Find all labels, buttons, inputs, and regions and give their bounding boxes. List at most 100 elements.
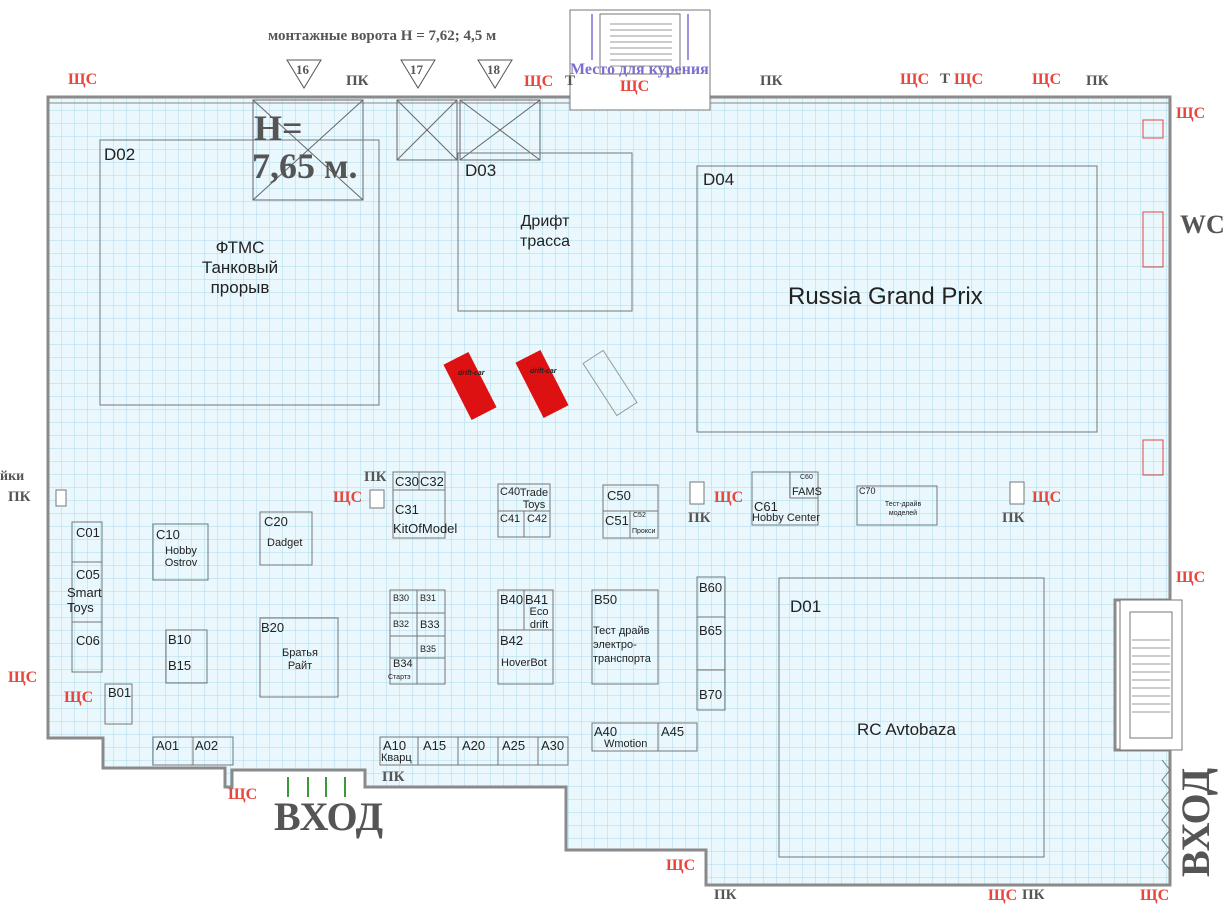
stand-code: B50 (594, 592, 618, 607)
pk-cabinets (55, 481, 1025, 509)
shc-mark: ЩС (333, 489, 363, 506)
gate-boxes (252, 99, 541, 201)
stand-b20 (259, 617, 339, 698)
stand-code: C61 (754, 499, 778, 514)
shc-mark: ЩС (524, 73, 554, 90)
stand-code: A15 (423, 738, 447, 753)
stand-code: C50 (607, 488, 631, 503)
drift-cars (443, 349, 638, 420)
shc-mark: ЩС (988, 887, 1018, 904)
pk-mark: ПК (382, 769, 405, 785)
stand-code: B42 (500, 633, 524, 648)
stand-code: B34 (393, 658, 413, 670)
stand-code: A30 (541, 738, 565, 753)
zone-d02-code: D02 (104, 145, 136, 164)
drift-car-2 (515, 350, 569, 418)
stand-code: A25 (502, 738, 526, 753)
stand-code: C42 (527, 513, 548, 525)
stand-code: B65 (699, 623, 723, 638)
zone-d04-code: D04 (703, 170, 735, 189)
wc-label: WC (1180, 210, 1225, 239)
shc-mark: ЩС (714, 489, 744, 506)
t-mark: Т (940, 71, 951, 87)
stand-code: C05 (76, 567, 100, 582)
stand-name: Hobby Center (752, 512, 820, 524)
zone-d04 (696, 165, 1098, 433)
gate-number-17: 17 (410, 62, 423, 77)
zone-d04-title: Russia Grand Prix (788, 283, 983, 310)
stand-code: C40 (500, 486, 521, 498)
shc-mark: ЩС (620, 78, 650, 95)
stand-code: C10 (156, 527, 180, 542)
stand-code: A45 (661, 724, 685, 739)
zone-outlines (99, 139, 1098, 858)
stand-name: KitOfModel (393, 521, 458, 536)
stand-name: Smart Toys (67, 585, 102, 615)
zone-d02 (99, 139, 380, 406)
stand-a40-a45 (591, 722, 698, 752)
zone-d03 (457, 152, 633, 312)
height-label-b: 7,65 м. (252, 146, 358, 186)
stand-code: A02 (195, 738, 219, 753)
stand-name: Eco drift (529, 606, 549, 631)
stand-code: A10 (383, 738, 407, 753)
stand-code: C31 (395, 502, 419, 517)
gate-note: монтажные ворота H = 7,62; 4,5 м (268, 28, 497, 44)
pk-mark: ПК (688, 510, 711, 526)
shc-mark: ЩС (900, 71, 930, 88)
gate-number-18: 18 (487, 62, 500, 77)
smoking-area-label: Место для курения (570, 61, 709, 78)
drift-car-label: drift-car (530, 368, 557, 375)
stand-name: Стартэ (388, 674, 411, 681)
shc-mark: ЩС (228, 786, 258, 803)
pk-mark: ПК (1002, 510, 1025, 526)
zone-d01-code: D01 (790, 597, 822, 616)
stand-name: Trade Toys (519, 487, 549, 511)
shc-mark: ЩС (1032, 489, 1062, 506)
right-wall-doors (1142, 119, 1164, 476)
shc-mark: ЩС (1140, 887, 1170, 904)
pk-mark: ПК (1086, 73, 1109, 89)
stand-code: C32 (420, 474, 444, 489)
stand-name: Кварц (381, 752, 412, 764)
stand-code: C52 (633, 512, 646, 519)
shc-mark: ЩС (68, 71, 98, 88)
stand-code: B40 (500, 592, 524, 607)
stand-code: C01 (76, 525, 100, 540)
stand-c20 (259, 511, 313, 566)
stand-code: C70 (859, 486, 876, 496)
shc-mark: ЩС (64, 689, 94, 706)
stand-code: C60 (800, 474, 813, 481)
stand-b60-b70 (696, 576, 726, 711)
t-mark: Т (565, 73, 576, 89)
stand-c70 (856, 485, 938, 526)
stand-name: Прокси (632, 528, 656, 535)
entrance-right-doors (1161, 759, 1171, 871)
stand-code: B33 (420, 619, 440, 631)
stand-code: B60 (699, 580, 723, 595)
cut-label: йки (0, 469, 25, 484)
stand-name: Wmotion (604, 738, 648, 750)
stand-code: C51 (605, 513, 629, 528)
stair-right (1119, 599, 1183, 751)
stand-name: Тест-драйв моделей (884, 501, 922, 517)
stand-code: B20 (261, 620, 285, 635)
pk-mark: ПК (8, 489, 31, 505)
hall-floor (46, 95, 1172, 887)
entrance-bottom-doors (287, 777, 346, 797)
stand-name: Dadget (267, 537, 303, 549)
zone-d02-title: ФТМС Танковый прорыв (201, 238, 279, 297)
entrance-right-label: ВХОД (1173, 767, 1218, 877)
stand-a10-a30 (379, 736, 569, 766)
stand-code: B31 (420, 593, 437, 603)
shc-mark: ЩС (666, 857, 696, 874)
stand-code: C41 (500, 513, 521, 525)
stand-b01 (104, 683, 133, 725)
pk-mark: ПК (714, 887, 737, 903)
stand-code: B30 (393, 593, 410, 603)
shc-mark: ЩС (1176, 105, 1206, 122)
stand-code: A01 (156, 738, 180, 753)
stair-top (569, 9, 711, 111)
drift-car-outline (582, 349, 638, 417)
